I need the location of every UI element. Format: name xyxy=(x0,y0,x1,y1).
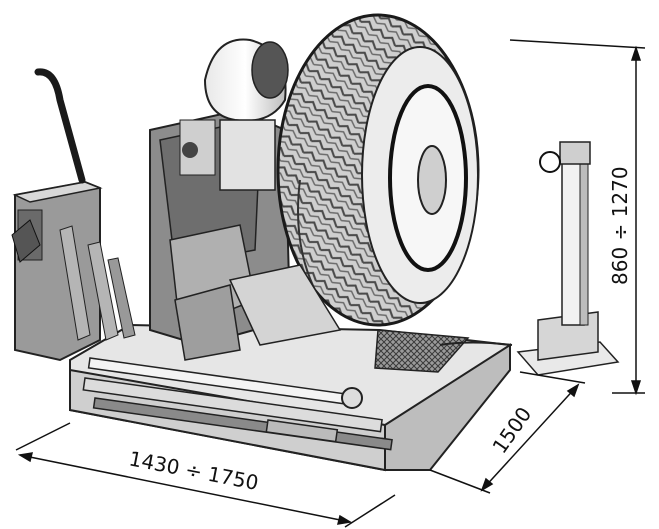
wheel-support-arm xyxy=(228,264,342,346)
platform-right-face xyxy=(384,343,511,471)
height-dimension-label: 860 ÷ 1270 xyxy=(608,166,632,285)
tyre-changer-machine xyxy=(11,13,512,472)
dimension-lines xyxy=(15,39,646,528)
wheel-hub xyxy=(417,145,447,215)
control-lever xyxy=(34,68,86,184)
pressure-gauge xyxy=(539,151,561,173)
foot-pedals xyxy=(59,225,136,341)
grated-ramp xyxy=(374,329,470,373)
carriage-rails xyxy=(82,357,393,451)
motor-head xyxy=(203,38,289,191)
length-dimension-label: 1430 ÷ 1750 xyxy=(127,446,260,495)
tyre-assembly xyxy=(276,13,480,327)
remote-control-pedestal xyxy=(439,141,620,376)
depth-dimension-label: 1500 xyxy=(487,402,536,457)
